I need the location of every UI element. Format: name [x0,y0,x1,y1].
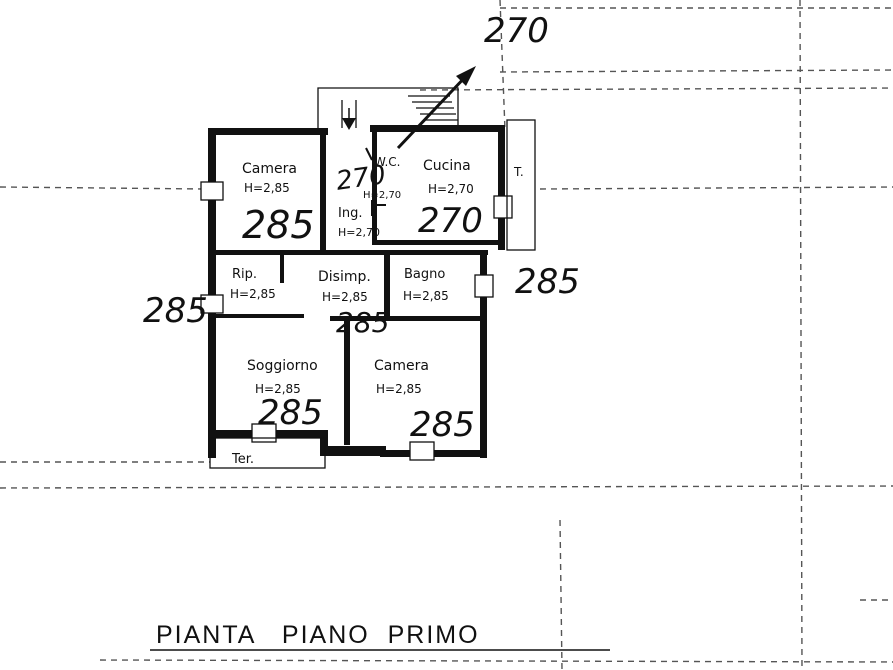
handwritten-height-camera-2: 285 [410,405,475,445]
room-height-soggiorno: H=2,85 [255,382,301,396]
handwritten-height-soggiorno: 285 [258,393,323,433]
room-label-camera-1: Camera [242,161,297,177]
room-label-bagno: Bagno [404,267,445,282]
handwritten-height-wc: 270 [334,160,387,197]
room-height-wc: H=2,70 [363,190,401,201]
handwritten-height-disimpegno: 285 [336,306,389,339]
room-height-camera-1: H=2,85 [244,181,290,195]
room-label-wc: W.C. [374,155,401,169]
handwritten-height-ripostiglio: 285 [143,291,208,331]
handwritten-height-camera-1: 285 [242,203,315,247]
room-label-ingresso: Ing. [338,206,362,221]
room-label-terrazzo: Ter. [231,452,254,467]
room-height-ingresso: H=2,70 [338,226,380,239]
direction-arrow-icon [456,66,476,86]
room-label-terrazzino: T. [513,165,524,179]
room-height-ripostiglio: H=2,85 [230,287,276,301]
room-label-cucina: Cucina [423,158,471,174]
handwritten-height-stair: 270 [484,11,549,51]
direction-arrow-line [396,72,470,150]
room-height-camera-2: H=2,85 [376,382,422,396]
handwritten-height-cucina: 270 [418,201,483,241]
room-height-cucina: H=2,70 [428,182,474,196]
handwritten-height-bagno: 285 [515,262,580,302]
room-height-bagno: H=2,85 [403,289,449,303]
terrace-outline [209,437,326,469]
plan-title: PIANTA PIANO PRIMO [156,621,480,649]
room-label-camera-2: Camera [374,358,429,374]
room-label-ripostiglio: Rip. [232,267,257,282]
room-height-disimpegno: H=2,85 [322,290,368,304]
room-label-soggiorno: Soggiorno [247,358,318,374]
interior-walls [214,132,502,445]
fixtures [365,147,386,216]
room-label-disimpegno: Disimp. [318,269,371,285]
windows [200,119,536,461]
